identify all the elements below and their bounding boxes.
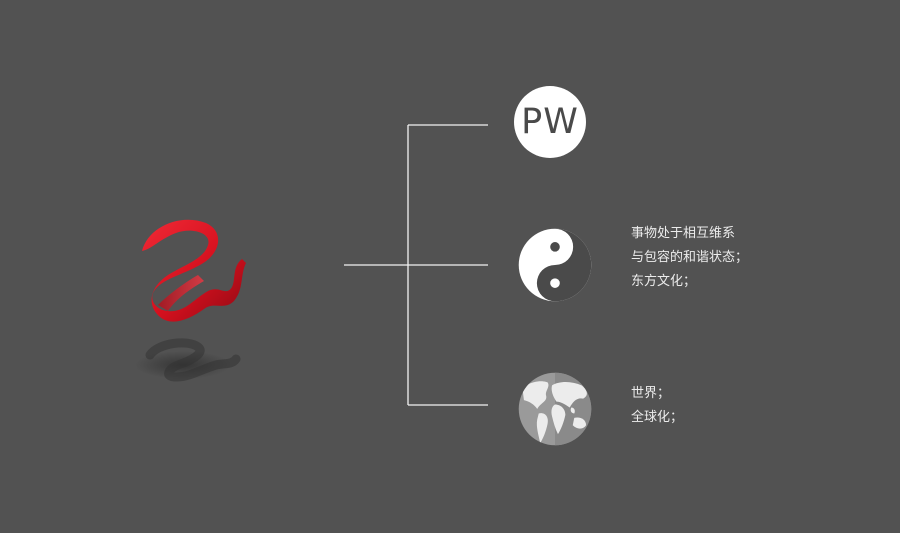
world-caption: 世界； 全球化； [631, 382, 683, 430]
harmony-caption: 事物处于相互维系 与包容的和谐状态； 东方文化； [631, 222, 748, 294]
red-ribbon-logo [135, 219, 246, 382]
pw-badge: PW [514, 86, 586, 158]
globe-icon [518, 372, 592, 446]
caption-line: 东方文化； [631, 274, 697, 289]
yin-yang-icon [518, 228, 592, 302]
caption-line: 全球化； [631, 410, 684, 425]
caption-line: 世界； [631, 386, 671, 401]
caption-line: 事物处于相互维系 [631, 226, 736, 241]
caption-line: 与包容的和谐状态； [631, 250, 749, 265]
pw-letters: PW [521, 102, 579, 142]
